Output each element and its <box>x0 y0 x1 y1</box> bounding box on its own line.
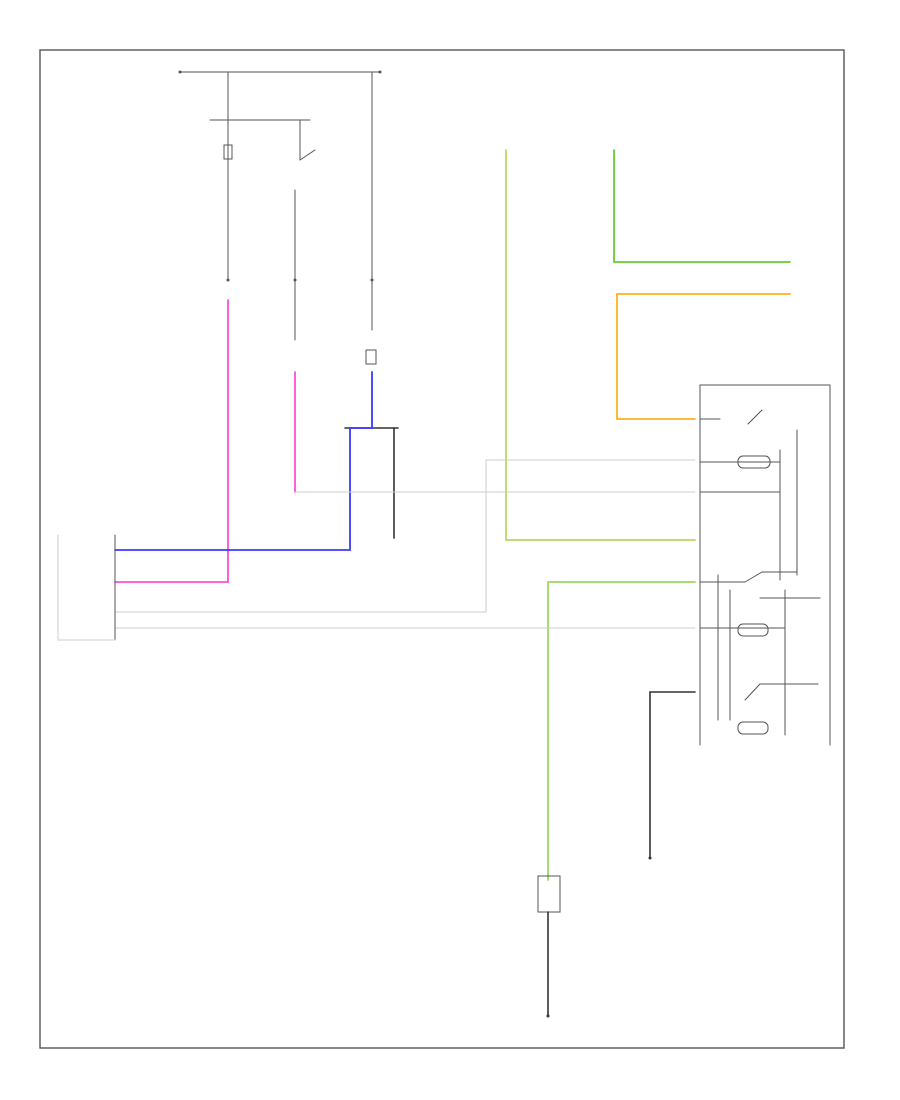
engine-control-module <box>57 534 116 641</box>
wire-orange <box>616 293 791 420</box>
switch-icon <box>744 683 761 701</box>
switch-icon <box>744 571 763 583</box>
wire-green <box>613 149 791 263</box>
diagram-frame <box>39 49 845 1049</box>
fuse-icon <box>223 144 233 160</box>
power-bus-top <box>178 70 382 74</box>
solenoid-icon <box>737 623 769 637</box>
wire-pink <box>114 299 229 583</box>
wire-light-green <box>547 581 696 881</box>
transmission-control-module <box>699 384 831 746</box>
solenoid-icon <box>737 721 769 735</box>
fuse-column-left <box>209 71 311 282</box>
relay-switch-icon <box>299 149 316 161</box>
solenoid-icon <box>737 455 771 469</box>
junction-block <box>344 427 399 539</box>
fuse-column-right <box>365 71 377 365</box>
wire-ground-black <box>649 691 696 859</box>
sensor-module <box>537 856 652 1018</box>
wire-grey-signals <box>114 459 696 629</box>
wire-blue <box>114 371 373 551</box>
component-icon <box>365 349 377 365</box>
relay-switch-column <box>293 119 316 341</box>
switch-icon <box>747 409 763 425</box>
wire-yellow-green <box>505 149 696 541</box>
